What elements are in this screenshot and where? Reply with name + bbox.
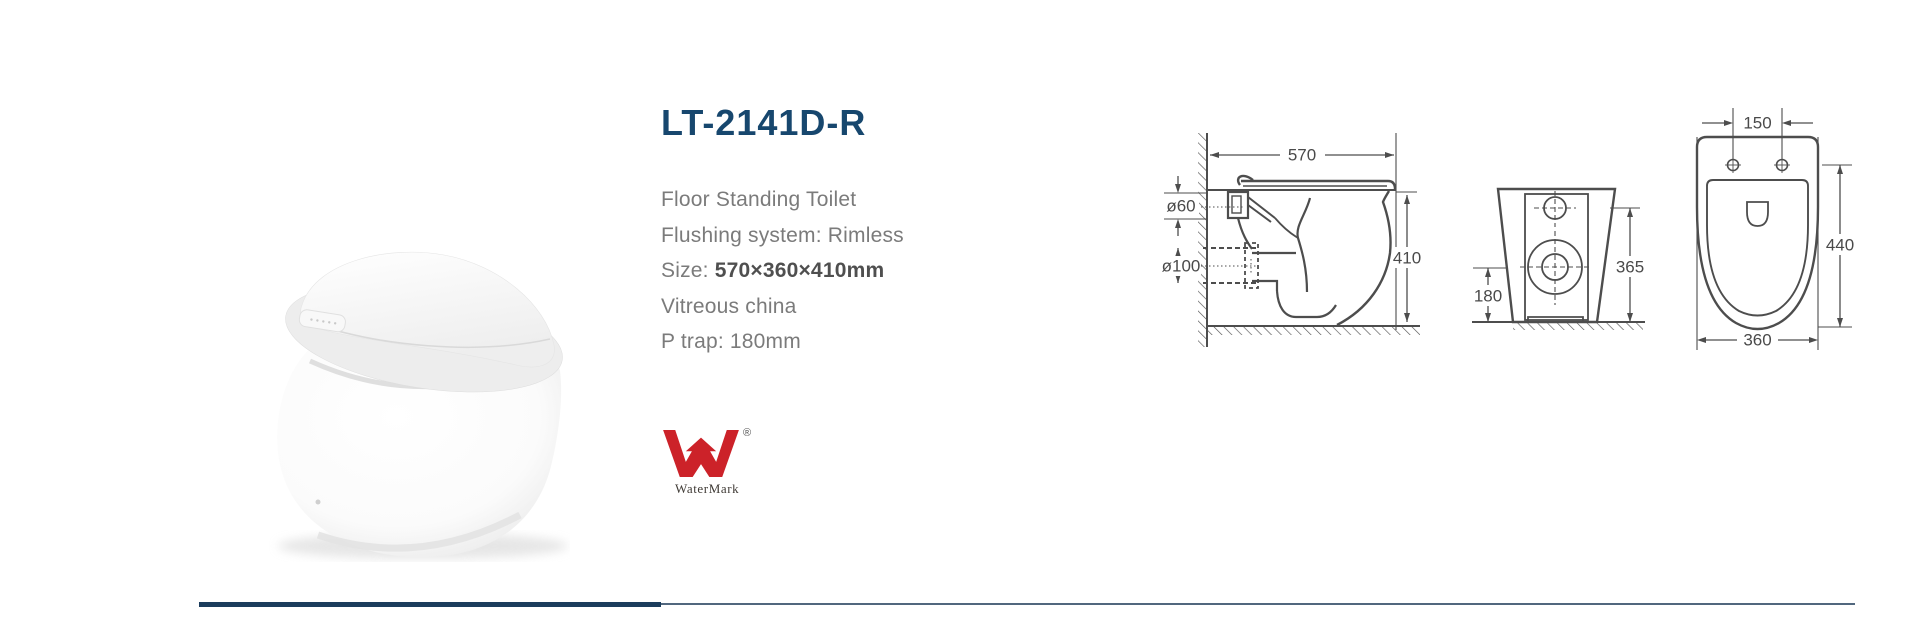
spec-line-flushing: Flushing system: Rimless (661, 223, 904, 247)
dim-label-410: 410 (1393, 249, 1421, 268)
divider-accent (199, 602, 661, 607)
side-view-lines (1164, 133, 1420, 347)
dim-label-outlet: ø100 (1162, 257, 1201, 276)
body-dot (315, 499, 321, 505)
toilet-body (277, 341, 562, 558)
registered-mark: ® (743, 427, 752, 439)
dim-label-365: 365 (1616, 258, 1644, 277)
spec-line-trap: P trap: 180mm (661, 330, 801, 353)
front-view-drawing: 365 180 (1471, 187, 1647, 330)
watermark-logo: ® WaterMark (662, 427, 782, 505)
watermark-label: WaterMark (675, 481, 740, 496)
product-photo (277, 251, 568, 559)
spec-list: Floor Standing Toilet Flushing system: R… (661, 182, 904, 360)
spec-line-size: Size: 570×360×410mm (661, 253, 904, 289)
toilet-base-shade (316, 511, 522, 552)
dim-label-570: 570 (1288, 146, 1316, 165)
top-view-drawing: 150 440 360 (1695, 108, 1857, 350)
dim-label-360: 360 (1743, 331, 1771, 350)
watermark-w-icon (663, 430, 739, 477)
side-view-drawing: 570 410 ø60 ø100 (1161, 133, 1422, 347)
spec-line-material: Vitreous china (661, 294, 797, 318)
dim-label-440: 440 (1826, 236, 1854, 255)
page-title: LT-2141D-R (661, 102, 867, 143)
top-view-lines (1695, 108, 1852, 350)
dim-label-inlet: ø60 (1166, 197, 1195, 216)
size-label: Size: (661, 259, 715, 282)
size-value: 570×360×410mm (714, 259, 885, 282)
divider-line (661, 603, 1855, 605)
dim-label-150: 150 (1743, 114, 1771, 133)
control-strip (298, 309, 346, 333)
dim-label-180: 180 (1474, 287, 1502, 306)
spec-line-type: Floor Standing Toilet (661, 188, 857, 211)
